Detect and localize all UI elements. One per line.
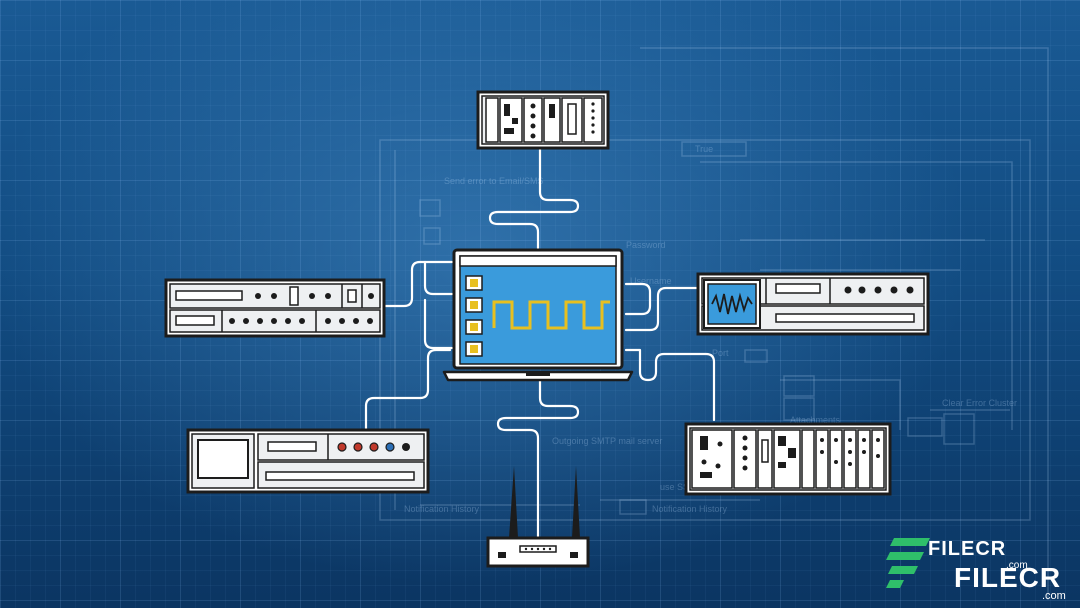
cable-right-mid — [624, 282, 652, 316]
pxi-chassis-right — [684, 422, 892, 496]
cable-top — [488, 146, 580, 254]
cable-left-2 — [423, 260, 454, 296]
bg-label-email: Send error to Email/SMS — [444, 176, 544, 186]
watermark-line2: FILECR — [954, 562, 1062, 593]
bg-label-port: Port — [712, 348, 729, 358]
bg-label-password: Password — [626, 240, 666, 250]
bg-label-true: True — [695, 144, 714, 154]
signal-generator-icon — [186, 428, 430, 494]
filecr-watermark: FILECR .com FILECR .com — [884, 530, 1074, 604]
cable-left-1 — [383, 260, 454, 308]
bg-label-notification-left: Notification History — [404, 504, 480, 514]
laptop-icon — [442, 248, 634, 382]
cable-left-3 — [423, 298, 454, 350]
bg-label-smtp: Outgoing SMTP mail server — [552, 436, 663, 446]
cable-left-bottom — [364, 348, 452, 432]
watermark-line1: FILECR — [928, 538, 1007, 560]
oscilloscope-icon — [696, 272, 930, 336]
cable-bottom — [496, 378, 580, 542]
bg-label-clear-error: Clear Error Cluster — [942, 398, 1018, 408]
cables — [364, 146, 716, 542]
bg-label-username: Username — [630, 276, 672, 286]
bg-label-use-ssl: use SSL — [660, 482, 695, 492]
watermark-line1-sub: .com — [1006, 560, 1028, 571]
rack-instrument-left — [164, 278, 386, 338]
pxi-chassis-top — [476, 90, 610, 150]
bg-label-attachments: Attachments — [790, 415, 841, 425]
watermark-line2-sub: .com — [1042, 590, 1066, 602]
bg-label-notification-right: Notification History — [652, 504, 728, 514]
screen-sidebar-icons — [465, 275, 483, 357]
cable-right-bottom — [624, 348, 716, 422]
filecr-logo-icon — [886, 538, 930, 588]
cable-right-top — [624, 286, 700, 332]
router-icon — [486, 466, 590, 568]
square-waveform — [492, 300, 610, 330]
